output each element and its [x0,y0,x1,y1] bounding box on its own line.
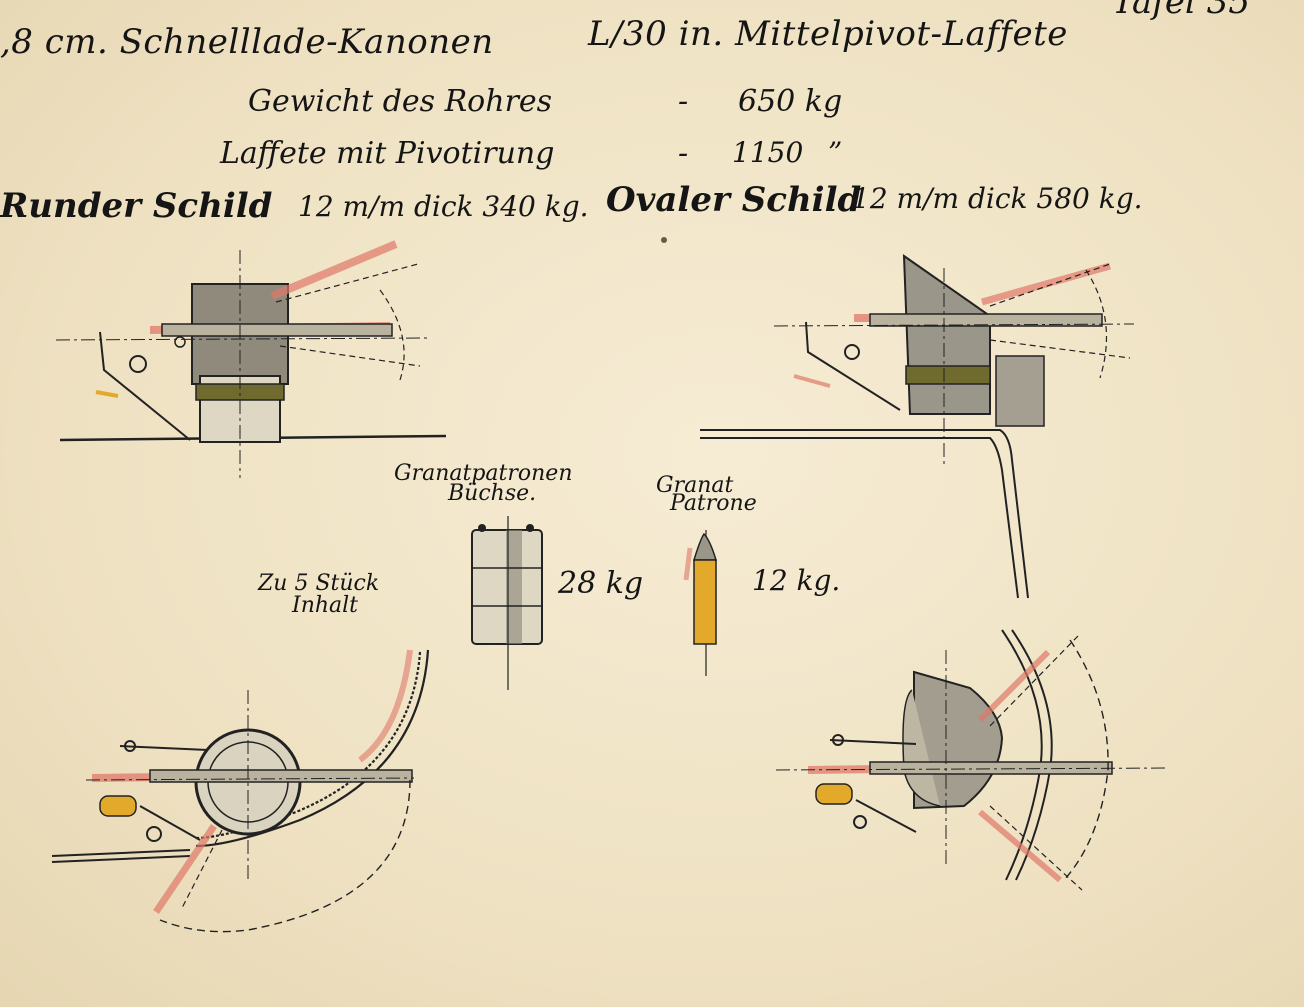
title-right: L/30 in. Mittelpivot-Laffete [588,14,1068,54]
ammunition-box-drawing [471,516,543,690]
shell-weight: 12 kg. [752,564,841,597]
oval-shield-label: Ovaler Schild [606,180,862,220]
ammo-box-label-line2: Büchse. [448,481,537,506]
mount-weight-label: Laffete mit Pivotirung [220,136,555,171]
ammo-box-label-line1: Granatpatronen [394,461,573,486]
shell-label-line1: Granat [656,473,734,498]
mount-weight-ditto: ” [828,136,843,169]
plate-number: Tafel 35 [1112,0,1250,22]
barrel-weight-value: 650 kg [738,84,843,119]
round-shield-label: Runder Schild [0,186,273,226]
cartridge-drawing [683,530,718,676]
barrel-weight-dash: - [678,84,689,119]
gun-plan-view-oval-shield [775,629,1167,891]
gun-side-view-oval-shield [700,254,1135,599]
mount-weight-value: 1150 [732,136,804,169]
gun-plan-view-round-shield [51,649,430,933]
box-contents-line1: Zu 5 Stück [258,571,380,596]
title-left: ,8 cm. Schnelllade-Kanonen [0,22,494,62]
gun-side-view-round-shield [55,240,447,478]
oval-shield-detail: 12 m/m dick 580 kg. [852,182,1143,215]
ink-spot [661,237,667,243]
round-shield-detail: 12 m/m dick 340 kg. [298,190,589,223]
ammo-box-weight: 28 kg [558,566,644,601]
mount-weight-dash: - [678,136,689,171]
box-contents-line2: Inhalt [292,593,359,618]
barrel-weight-label: Gewicht des Rohres [248,84,553,119]
shell-label-line2: Patrone [670,491,757,516]
